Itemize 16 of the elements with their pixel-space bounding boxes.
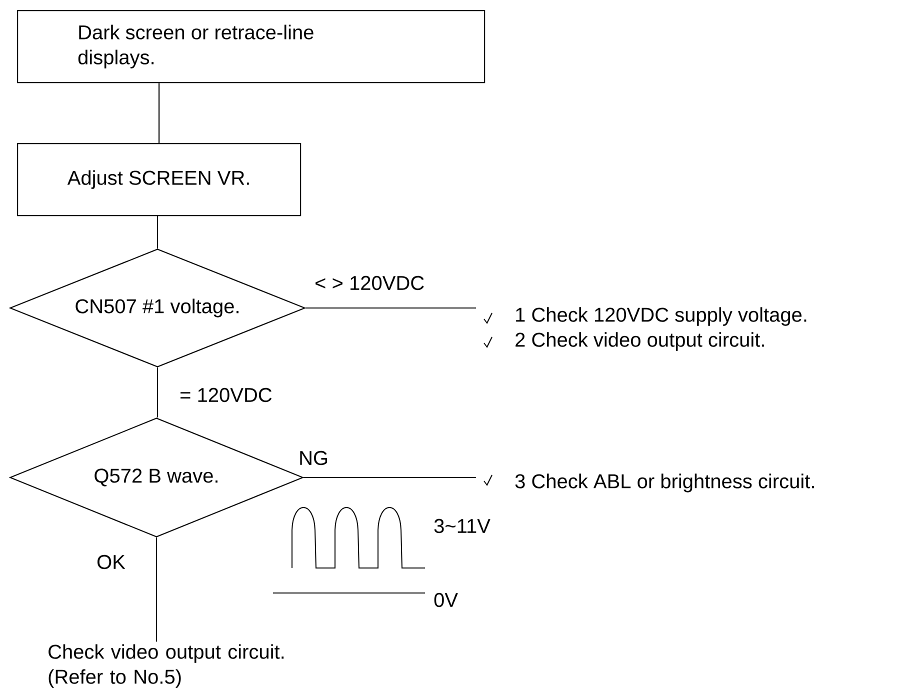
connector-line <box>158 83 160 143</box>
note-text: 1 Check 120VDC supply voltage. 2 Check video output circuit. <box>516 307 806 351</box>
note-text: Check video output circuit. (Refer to No.5) <box>48 644 284 688</box>
process-box: Dark screen or retrace-line displays. <box>17 10 486 84</box>
connector-line <box>156 216 158 248</box>
connector-line <box>304 476 476 478</box>
voltage-label: 3~11V <box>434 518 490 534</box>
voltage-label: 0V <box>434 592 458 608</box>
edge-label: < > 120VDC <box>314 274 426 292</box>
connector-line <box>156 538 158 642</box>
edge-label: OK <box>96 554 126 570</box>
note-text: 3 Check ABL or brightness circuit. <box>515 474 814 492</box>
process-box: Adjust SCREEN VR. <box>17 143 302 216</box>
connector-line <box>306 307 476 309</box>
edge-label: = 120VDC <box>178 386 274 404</box>
connector-line <box>156 368 158 418</box>
